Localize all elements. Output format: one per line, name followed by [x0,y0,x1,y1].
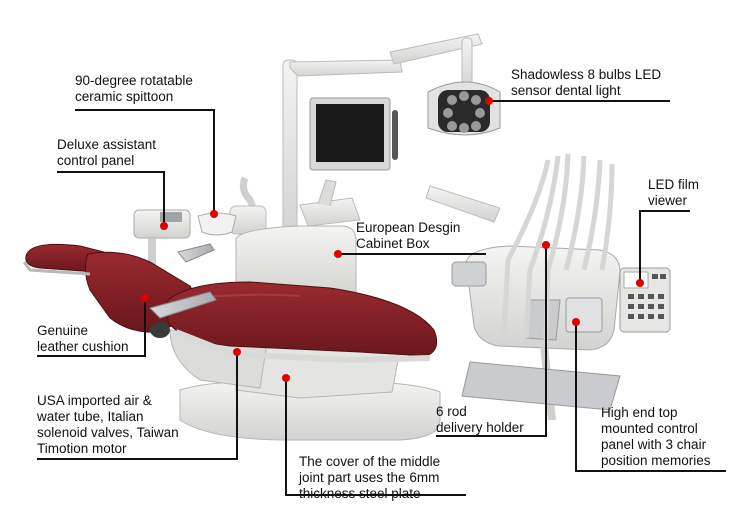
callout-air-water-tube: USA imported air & water tube, Italian s… [37,393,179,456]
leader-assistant [57,171,165,226]
leader-rod [436,245,547,437]
callout-dental-light: Shadowless 8 bulbs LED sensor dental lig… [511,67,662,98]
film-viewer [619,267,671,333]
light-arm [282,33,483,241]
leader-cover [285,378,466,496]
spittoon [197,176,267,236]
dot-film [636,279,644,287]
leader-tube [37,352,238,460]
dot-rod [542,241,550,249]
callout-leather-cushion: Genuine leather cushion [37,323,129,354]
monitor [309,97,398,171]
leader-leather [37,298,146,357]
leader-film [639,210,690,283]
callout-film-viewer: LED film viewer [648,177,700,208]
dot-cover [282,374,290,382]
cabinet-box [235,179,361,301]
dental-light [427,81,501,136]
marker-dots [141,97,644,382]
leather-seat [167,281,438,364]
dot-control [572,318,580,326]
leader-spittoon [75,109,215,214]
leader-control [575,322,726,472]
handpiece-rods [501,153,615,341]
callout-joint-cover: The cover of the middle joint part uses … [299,454,441,501]
armrests [149,243,217,338]
callout-control-panel: High end top mounted control panel with … [601,405,711,468]
dot-tube [233,348,241,356]
dot-light [485,97,493,105]
callout-cabinet-box: European Desgin Cabinet Box [356,220,461,251]
callout-assistant-panel: Deluxe assistant control panel [57,137,157,168]
dot-assistant [160,222,168,230]
leader-lines [37,100,726,496]
callout-spittoon: 90-degree rotatable ceramic spittoon [75,73,193,104]
dot-leather [141,294,149,302]
dot-cabinet [334,250,342,258]
callout-delivery-holder: 6 rod delivery holder [436,404,524,435]
dot-spittoon [210,210,218,218]
